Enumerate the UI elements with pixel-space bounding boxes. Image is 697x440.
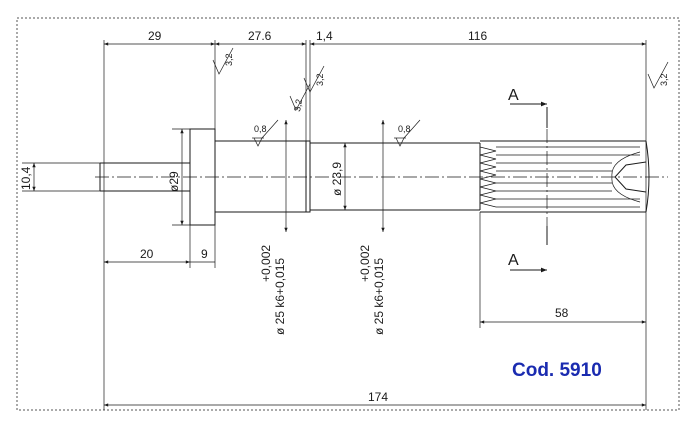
dim-9: 9 [201, 247, 208, 261]
dim-20: 20 [140, 247, 154, 261]
dim-10-4: 10,4 [19, 166, 33, 190]
dim-1-4: 1,4 [316, 29, 333, 43]
roughness-3-2-a: 3,2 [224, 53, 234, 66]
dim-29: 29 [148, 29, 162, 43]
extension-lines [22, 40, 647, 410]
tolerance-1-line-1: +0,002 [259, 245, 273, 282]
roughness-3-2-c: 3,2 [292, 98, 304, 112]
roughness-0-8-a: 0,8 [254, 124, 267, 134]
section-cut-line [510, 101, 548, 273]
tolerance-2-line-2: ø 25 k6+0,015 [372, 258, 386, 335]
dim-116: 116 [468, 29, 487, 43]
roughness-symbols [212, 47, 669, 147]
tolerance-2-line-1: +0,002 [358, 245, 372, 282]
drawing-frame [16, 17, 680, 411]
roughness-0-8-b: 0,8 [398, 124, 411, 134]
tolerance-1-line-2: ø 25 k6+0,015 [273, 258, 287, 335]
dim-dia-29: ø29 [167, 171, 181, 192]
dim-58: 58 [555, 306, 569, 320]
roughness-3-2-d: 3,2 [659, 73, 669, 86]
section-label-top: A [508, 87, 519, 104]
part-code-label: Cod. 5910 [512, 360, 602, 381]
dim-174: 174 [368, 390, 388, 404]
dim-dia-23-9: ø 23,9 [330, 162, 344, 196]
roughness-3-2-b: 3,2 [315, 73, 325, 86]
section-label-bottom: A [508, 252, 519, 269]
dim-27-6: 27.6 [248, 29, 272, 43]
